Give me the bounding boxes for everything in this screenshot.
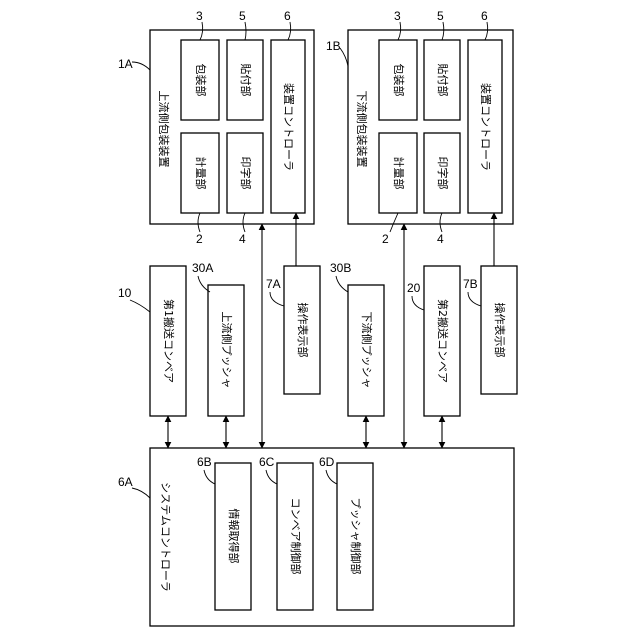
info-acquisition-section: 情報取得部 — [215, 463, 251, 610]
downstream-printing-label: 印字部 — [436, 157, 450, 190]
upstream-packaging-unit: 上流側包装装置 包装部 貼付部 計量部 印字部 装置コントローラ — [150, 30, 314, 224]
ref-30A: 30A — [192, 261, 213, 275]
upstream-pusher-label: 上流側プッシャ — [220, 312, 234, 389]
ref-6B: 6B — [197, 455, 212, 469]
ref-3-down: 3 — [394, 9, 401, 23]
ref-4-up: 4 — [239, 232, 246, 246]
downstream-labeling-label: 貼付部 — [436, 64, 450, 97]
upstream-printing-section: 印字部 — [227, 133, 263, 213]
upstream-printing-label: 印字部 — [239, 157, 253, 190]
upstream-pusher: 上流側プッシャ — [208, 285, 244, 416]
ref-6A: 6A — [118, 475, 133, 489]
conveyor-control-label: コンベア制御部 — [289, 498, 303, 575]
pusher-control-section: プッシャ制御部 — [337, 463, 373, 610]
upstream-weighing-label: 計量部 — [194, 157, 208, 190]
downstream-unit-label: 下流側包装装置 — [355, 91, 369, 168]
ref-2-down: 2 — [382, 232, 389, 246]
system-controller-label: システムコントローラ — [159, 482, 172, 592]
upstream-controller-label: 装置コントローラ — [282, 83, 295, 171]
upstream-labeling-label: 貼付部 — [239, 64, 253, 97]
downstream-packaging-label: 包装部 — [392, 64, 406, 97]
downstream-printing-section: 印字部 — [424, 133, 460, 213]
ref-6-up: 6 — [284, 9, 291, 23]
pusher-control-label: プッシャ制御部 — [349, 498, 363, 575]
downstream-weighing-section: 計量部 — [379, 133, 417, 213]
ref-3-up: 3 — [196, 9, 203, 23]
upstream-packaging-label: 包装部 — [194, 64, 208, 97]
operation-display-a: 操作表示部 — [284, 266, 320, 394]
ref-20: 20 — [407, 281, 421, 295]
downstream-controller-label: 装置コントローラ — [479, 83, 492, 171]
conveyor-control-section: コンベア制御部 — [277, 463, 313, 610]
upstream-packaging-section: 包装部 — [181, 40, 219, 120]
second-conveyor: 第2搬送コンベア — [424, 266, 460, 416]
upstream-weighing-section: 計量部 — [181, 133, 219, 213]
downstream-device-controller: 装置コントローラ — [468, 40, 502, 213]
downstream-pusher-label: 下流側プッシャ — [360, 312, 374, 389]
ref-2-up: 2 — [196, 232, 203, 246]
upstream-unit-label: 上流側包装装置 — [157, 91, 171, 168]
ref-6-down: 6 — [481, 9, 488, 23]
operation-display-b: 操作表示部 — [481, 266, 517, 394]
ref-10: 10 — [118, 286, 132, 300]
ref-6D: 6D — [319, 455, 335, 469]
downstream-pusher: 下流側プッシャ — [348, 285, 384, 416]
upstream-device-controller: 装置コントローラ — [271, 40, 305, 213]
info-acquisition-label: 情報取得部 — [227, 509, 241, 564]
ref-7B: 7B — [463, 277, 478, 291]
downstream-weighing-label: 計量部 — [392, 157, 406, 190]
display-b-label: 操作表示部 — [493, 303, 507, 358]
system-controller: システムコントローラ 情報取得部 コンベア制御部 プッシャ制御部 — [150, 448, 514, 626]
ref-7A: 7A — [266, 277, 281, 291]
downstream-packaging-section: 包装部 — [379, 40, 417, 120]
downstream-labeling-section: 貼付部 — [424, 40, 460, 120]
ref-1B: 1B — [326, 39, 341, 53]
ref-6C: 6C — [259, 455, 275, 469]
ref-5-down: 5 — [437, 9, 444, 23]
downstream-packaging-unit: 下流側包装装置 包装部 貼付部 計量部 印字部 装置コントローラ — [348, 30, 513, 224]
first-conveyor: 第1搬送コンベア — [150, 266, 186, 416]
first-conveyor-label: 第1搬送コンベア — [162, 299, 176, 383]
ref-4-down: 4 — [437, 232, 444, 246]
ref-1A: 1A — [118, 57, 133, 71]
ref-30B: 30B — [330, 261, 351, 275]
display-a-label: 操作表示部 — [296, 303, 310, 358]
ref-5-up: 5 — [239, 9, 246, 23]
second-conveyor-label: 第2搬送コンベア — [436, 299, 450, 383]
upstream-labeling-section: 貼付部 — [227, 40, 263, 120]
